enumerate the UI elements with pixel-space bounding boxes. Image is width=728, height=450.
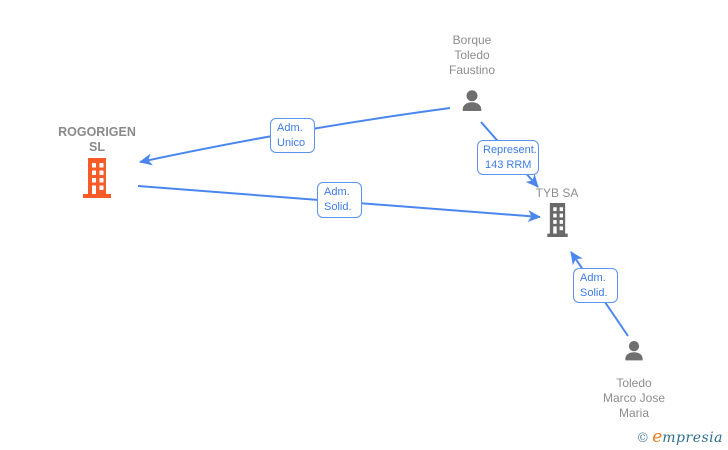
edge-label-line: Adm. — [277, 122, 303, 134]
person-icon — [410, 87, 534, 122]
building-icon — [80, 158, 114, 203]
node-tyb-sa[interactable]: TYB SA — [495, 186, 619, 242]
edge-label-line: 143 RRM — [485, 159, 532, 171]
node-borque-toledo-faustino[interactable]: Borque Toledo Faustino — [410, 33, 534, 122]
edge-label-adm-unico: Adm. Unico — [270, 118, 315, 153]
person-name-line: Toledo — [616, 376, 652, 390]
person-name-line: Marco Jose — [602, 391, 666, 405]
person-name-line: Maria — [618, 406, 649, 420]
edge-label-line: Adm. — [580, 272, 606, 284]
company-name-line: SL — [89, 140, 105, 154]
brand-text: mpresia — [662, 430, 723, 446]
person-icon — [572, 338, 696, 371]
brand-initial: e — [652, 427, 663, 447]
company-name-line: TYB SA — [535, 186, 579, 200]
person-name-line: Toledo — [454, 48, 490, 62]
building-icon — [543, 203, 572, 242]
empresia-logo[interactable]: ©empresia — [636, 427, 723, 447]
edge-label-represent-143-rrm: Represent. 143 RRM — [477, 140, 539, 175]
edge-label-adm-solid-right: Adm. Solid. — [573, 268, 618, 303]
company-name-line: ROGORIGEN — [58, 125, 136, 139]
edge-label-line: Unico — [277, 137, 306, 149]
edge-label-line: Solid. — [324, 201, 352, 213]
node-rogorigen-sl[interactable]: ROGORIGEN SL — [35, 125, 159, 203]
edge-label-adm-solid-mid: Adm. Solid. — [317, 182, 362, 218]
copyright-icon: © — [636, 431, 650, 446]
edge-label-line: Solid. — [580, 287, 608, 299]
person-name-line: Faustino — [448, 63, 496, 77]
person-name-line: Borque — [452, 33, 492, 47]
node-toledo-marco-jose-maria[interactable]: Toledo Marco Jose Maria — [572, 338, 696, 421]
edge-label-line: Represent. — [483, 144, 537, 156]
edge-label-line: Adm. — [324, 186, 350, 198]
